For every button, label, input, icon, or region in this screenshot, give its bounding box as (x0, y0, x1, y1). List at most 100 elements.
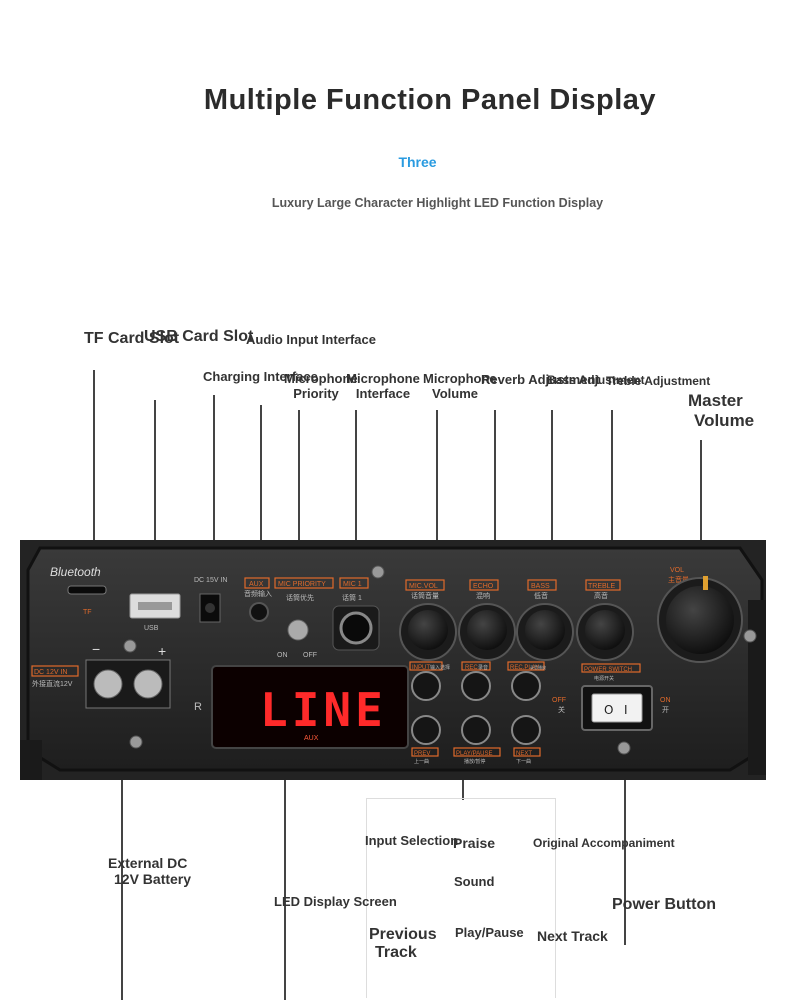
terminal-screw-minus (93, 669, 123, 699)
switch-on-mark: I (624, 703, 628, 717)
label-input-selection: Input Selection (365, 833, 459, 848)
label-mic-priority-line2: Priority (293, 386, 339, 401)
label-sound: Sound (454, 874, 495, 889)
knob-mic-vol[interactable]: MIC.VOL 话筒音量 (399, 579, 457, 661)
aux-jack[interactable] (249, 602, 269, 622)
bracket-left (366, 798, 367, 998)
next-cn: 下一曲 (516, 758, 531, 765)
label-mic-interface-line1: Microphone (346, 371, 420, 386)
led-display (211, 665, 409, 749)
on-label: ON (277, 652, 288, 659)
treble-cn: 高音 (594, 591, 608, 600)
recplay-box (507, 661, 545, 671)
label-original-accompaniment: Original Accompaniment (533, 836, 675, 850)
rec-cn: 录音 (478, 664, 488, 671)
mic1-cn: 话筒 1 (342, 593, 362, 602)
mic-vol-label: MIC.VOL (409, 583, 438, 590)
mic-vol-cn: 话筒音量 (411, 591, 439, 600)
bass-cn: 低音 (534, 591, 548, 600)
leader-line-usb (154, 400, 156, 600)
leader-line-charging (213, 395, 215, 595)
control-panel: Bluetooth TF USB DC 15V IN AUX 音频输入 MIC … (20, 540, 766, 780)
treble-label: TREBLE (588, 583, 616, 590)
knob-treble[interactable]: TREBLE 高音 (576, 579, 634, 661)
r-mark: R (194, 701, 202, 713)
leader-line-mic-interface (355, 410, 357, 620)
playpause-label: PLAY/PAUSE (456, 751, 492, 757)
dc12-label: DC 12V IN (34, 669, 67, 676)
aux-label: AUX (249, 581, 264, 588)
terminal-screw-plus (133, 669, 163, 699)
label-master-volume-line1: Master (688, 391, 743, 410)
mic-priority-label: MIC PRIORITY (278, 581, 326, 588)
label-tf-card-slot: TF Card Slot (84, 330, 180, 347)
input-box (409, 661, 443, 671)
label-mic-interface-line2: Interface (355, 386, 411, 401)
button-input[interactable] (411, 671, 441, 701)
control-panel-graphic: Bluetooth TF USB DC 15V IN AUX 音频输入 MIC … (20, 540, 766, 780)
label-play-pause: Play/Pause (455, 925, 524, 940)
mic1-box (339, 577, 369, 589)
screw-icon (743, 629, 757, 643)
label-external-dc-line2: 12V Battery (114, 871, 192, 887)
label-master-volume-line2: Volume (694, 411, 755, 430)
label-external-dc-line1: External DC (108, 855, 188, 871)
leader-line-led (284, 750, 286, 1000)
label-previous-line1: Previous (369, 926, 437, 943)
label-audio-input: Audio Input Interface (246, 332, 376, 347)
leader-line-treble (611, 410, 613, 625)
button-rec-play[interactable] (511, 671, 541, 701)
label-usb-card-slot: USB Card Slot (144, 328, 254, 345)
leader-line-mic-priority (298, 410, 300, 620)
leader-line-mic-volume (436, 410, 438, 625)
page-tagline: Luxury Large Character Highlight LED Fun… (271, 196, 604, 210)
power-switch[interactable] (591, 693, 643, 723)
label-mic-volume-line1: Microphone (423, 371, 497, 386)
label-previous-line2: Track (375, 944, 417, 961)
vol-label: VOL (670, 567, 684, 574)
label-mic-priority: Microphone Priority (284, 371, 358, 401)
label-mic-priority-line1: Microphone (284, 371, 358, 386)
power-label: POWER SWITCH (584, 667, 632, 673)
recplay-cn: 录音播放 (530, 664, 546, 670)
bracket-right (555, 798, 556, 998)
leader-line-master (700, 440, 702, 620)
playpause-box (453, 747, 501, 757)
knob-echo[interactable]: ECHO 混响 (458, 579, 516, 661)
label-master-volume: Master Volume (688, 391, 754, 431)
button-rec[interactable] (461, 671, 491, 701)
page-title: Multiple Function Panel Display (203, 84, 657, 116)
mic-priority-switch[interactable] (287, 619, 309, 641)
label-previous-track: Previous Track (369, 926, 437, 962)
knob-master-volume[interactable]: VOL 主音量 (657, 567, 743, 663)
power-cn: 电源开关 (594, 675, 614, 682)
mic1-label: MIC 1 (343, 581, 362, 588)
next-label: NEXT (516, 751, 532, 757)
leader-line-dc (121, 690, 123, 1000)
recplay-label: REC.PLAY (510, 665, 539, 671)
page-subtitle: Three (398, 154, 437, 170)
on-side-label: ON (660, 697, 671, 704)
button-play-pause[interactable] (461, 715, 491, 745)
brand-text: Bluetooth (50, 565, 101, 579)
label-external-dc: External DC 12V Battery (108, 855, 191, 887)
input-label: INPUT (412, 665, 430, 671)
on-side-cn: 开 (662, 706, 669, 714)
usb-label: USB (144, 625, 159, 632)
power-box (581, 663, 641, 673)
prev-cn: 上一曲 (414, 758, 429, 765)
mic-priority-box (274, 577, 334, 589)
screw-icon (123, 639, 137, 653)
label-praise: Praise (453, 835, 496, 851)
tf-slot[interactable] (67, 585, 107, 595)
knob-bass[interactable]: BASS 低音 (516, 579, 574, 661)
label-next-track: Next Track (537, 928, 608, 944)
echo-cn: 混响 (476, 591, 490, 600)
playpause-cn: 播放/暂停 (464, 758, 485, 765)
mic-jack[interactable] (339, 611, 373, 645)
button-next[interactable] (511, 715, 541, 745)
button-prev[interactable] (411, 715, 441, 745)
dc15-label: DC 15V IN (194, 577, 227, 584)
bass-label: BASS (531, 583, 550, 590)
echo-label: ECHO (473, 583, 494, 590)
